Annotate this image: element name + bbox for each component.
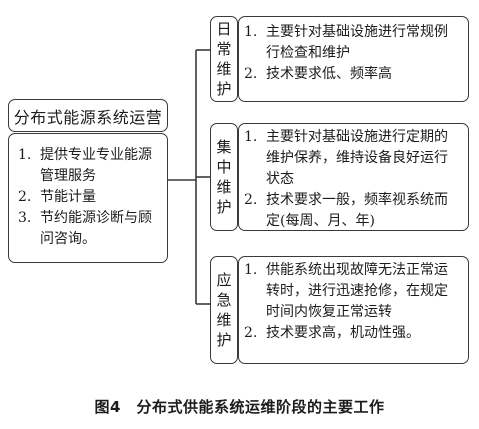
detail-item: 1. 主要针对基础设施进行定期的维护保养，维持设备良好运行状态: [244, 127, 461, 190]
branch-emergency-detail: 1. 供能系统出现故障无法正常运转时，进行迅速抢修，在规定时间内恢复正常运转 2…: [238, 256, 469, 364]
main-item-text: 节能计量: [40, 189, 96, 205]
detail-item: 2. 技术要求一般，频率视系统而定(每周、月、年): [244, 190, 461, 232]
category-char: 护: [216, 80, 232, 98]
main-item-num: 3.: [18, 210, 32, 226]
detail-item-num: 1.: [244, 129, 258, 145]
main-list-box: [8, 133, 168, 263]
detail-item-text: 技术要求低、频率高: [266, 66, 392, 82]
category-char: 护: [216, 331, 232, 349]
main-item-num: 2.: [18, 189, 32, 205]
branch-emergency-detail-box: [238, 256, 469, 364]
detail-item: 1. 主要针对基础设施进行常规例行检查和维护: [244, 22, 461, 64]
branch-central-category-box: [210, 123, 238, 231]
detail-item-num: 2.: [244, 325, 258, 341]
category-char: 维: [216, 311, 232, 329]
detail-item-text: 主要针对基础设施进行定期的维护保养，维持设备良好运行状态: [266, 129, 448, 187]
main-item-text: 提供专业专业能源管理服务: [40, 147, 152, 184]
main-title-box: [8, 99, 168, 132]
detail-item-text: 技术要求一般，频率视系统而定(每周、月、年): [266, 192, 448, 229]
detail-item-text: 供能系统出现故障无法正常运转时，进行迅速抢修，在规定时间内恢复正常运转: [266, 262, 448, 320]
branch-daily-detail: 1. 主要针对基础设施进行常规例行检查和维护 2. 技术要求低、频率高: [238, 16, 469, 102]
branch-daily-detail-box: [238, 16, 469, 102]
detail-item-num: 2.: [244, 192, 258, 208]
category-char: 护: [216, 198, 232, 216]
category-char: 维: [216, 60, 232, 78]
main-item-num: 1.: [18, 147, 32, 163]
category-char: 日: [216, 20, 232, 38]
main-title: 分布式能源系统运营: [13, 107, 163, 127]
main-list: 1. 提供专业专业能源管理服务 2. 节能计量 3. 节约能源诊断与顾问咨询。: [8, 133, 168, 263]
main-item-text: 节约能源诊断与顾问咨询。: [40, 210, 152, 247]
branch-central-category: 集 中 维 护: [210, 123, 238, 231]
branch-daily-category-box: [210, 16, 238, 102]
category-char: 应: [216, 271, 232, 289]
category-char: 维: [216, 178, 232, 196]
detail-item: 2. 技术要求高，机动性强。: [244, 323, 461, 344]
branch-emergency-category: 应 急 维 护: [210, 256, 238, 364]
detail-item-text: 主要针对基础设施进行常规例行检查和维护: [266, 24, 448, 61]
main-item: 3. 节约能源诊断与顾问咨询。: [18, 208, 162, 250]
figure-caption: 图4 分布式供能系统运维阶段的主要工作: [94, 398, 385, 416]
category-char: 急: [216, 291, 232, 309]
detail-item-num: 1.: [244, 24, 258, 40]
main-item: 2. 节能计量: [18, 187, 162, 208]
branch-daily-category: 日 常 维 护: [210, 16, 238, 102]
detail-item: 2. 技术要求低、频率高: [244, 64, 461, 85]
branch-central-detail-box: [238, 123, 469, 231]
category-char: 集: [216, 138, 232, 156]
main-item: 1. 提供专业专业能源管理服务: [18, 145, 162, 187]
detail-item-text: 技术要求高，机动性强。: [266, 325, 420, 341]
detail-item: 1. 供能系统出现故障无法正常运转时，进行迅速抢修，在规定时间内恢复正常运转: [244, 260, 461, 323]
detail-item-num: 1.: [244, 262, 258, 278]
branch-emergency-category-box: [210, 256, 238, 364]
category-char: 中: [216, 158, 232, 176]
branch-central-detail: 1. 主要针对基础设施进行定期的维护保养，维持设备良好运行状态 2. 技术要求一…: [238, 123, 469, 231]
category-char: 常: [216, 40, 232, 58]
detail-item-num: 2.: [244, 66, 258, 82]
